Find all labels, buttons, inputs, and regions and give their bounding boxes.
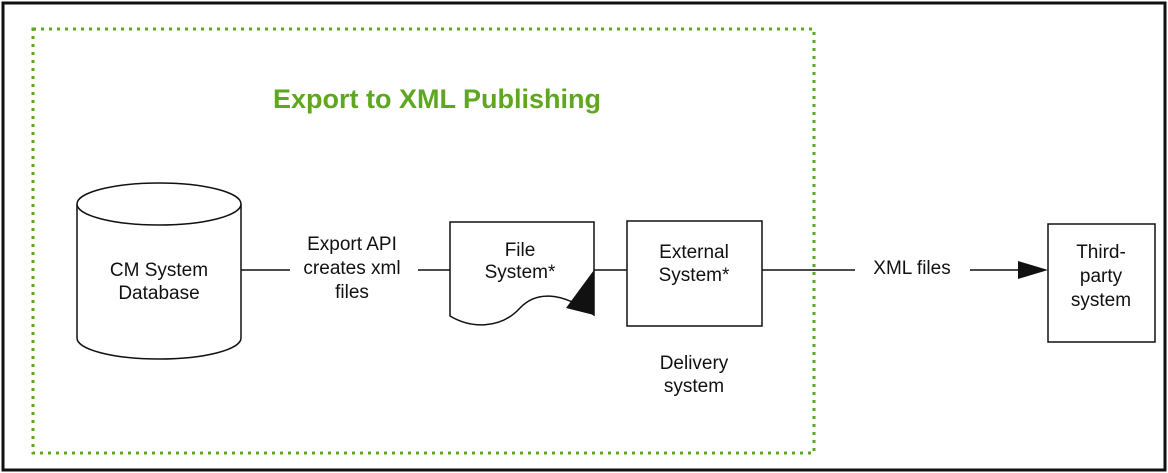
- export-api-line1: Export API: [307, 234, 397, 255]
- delivery-system-label: Delivery system: [660, 353, 729, 397]
- diagram-title: Export to XML Publishing: [273, 84, 601, 114]
- database-label-line1: CM System: [110, 260, 208, 281]
- database-body: [76, 204, 242, 360]
- external-system-node: External System*: [626, 220, 763, 327]
- external-system-box: [626, 220, 763, 327]
- export-group-boundary: [31, 27, 816, 455]
- external-system-label-line1: External: [659, 242, 729, 263]
- export-api-label: Export API creates xml files: [303, 234, 400, 303]
- third-party-label-line1: Third-: [1076, 242, 1126, 263]
- database-node: CM System Database: [76, 182, 242, 360]
- database-label-line2: Database: [118, 283, 199, 304]
- delivery-line1: Delivery: [660, 353, 729, 374]
- third-party-node: Third- party system: [1047, 223, 1156, 343]
- arrowhead-icon: [1018, 261, 1048, 279]
- database-top: [76, 182, 242, 226]
- file-system-label-line1: File: [505, 240, 536, 261]
- third-party-label-line3: system: [1071, 290, 1131, 311]
- third-party-label-line2: party: [1080, 266, 1123, 287]
- external-system-label-line2: System*: [659, 265, 730, 286]
- xml-files-label: XML files: [873, 258, 950, 279]
- file-system-corner-marker: [566, 270, 594, 315]
- delivery-line2: system: [664, 376, 724, 397]
- file-system-label-line2: System*: [485, 262, 556, 283]
- export-api-line2: creates xml: [303, 258, 400, 279]
- file-system-node: File System*: [449, 221, 595, 326]
- export-api-line3: files: [335, 282, 369, 303]
- third-party-box: [1047, 223, 1156, 343]
